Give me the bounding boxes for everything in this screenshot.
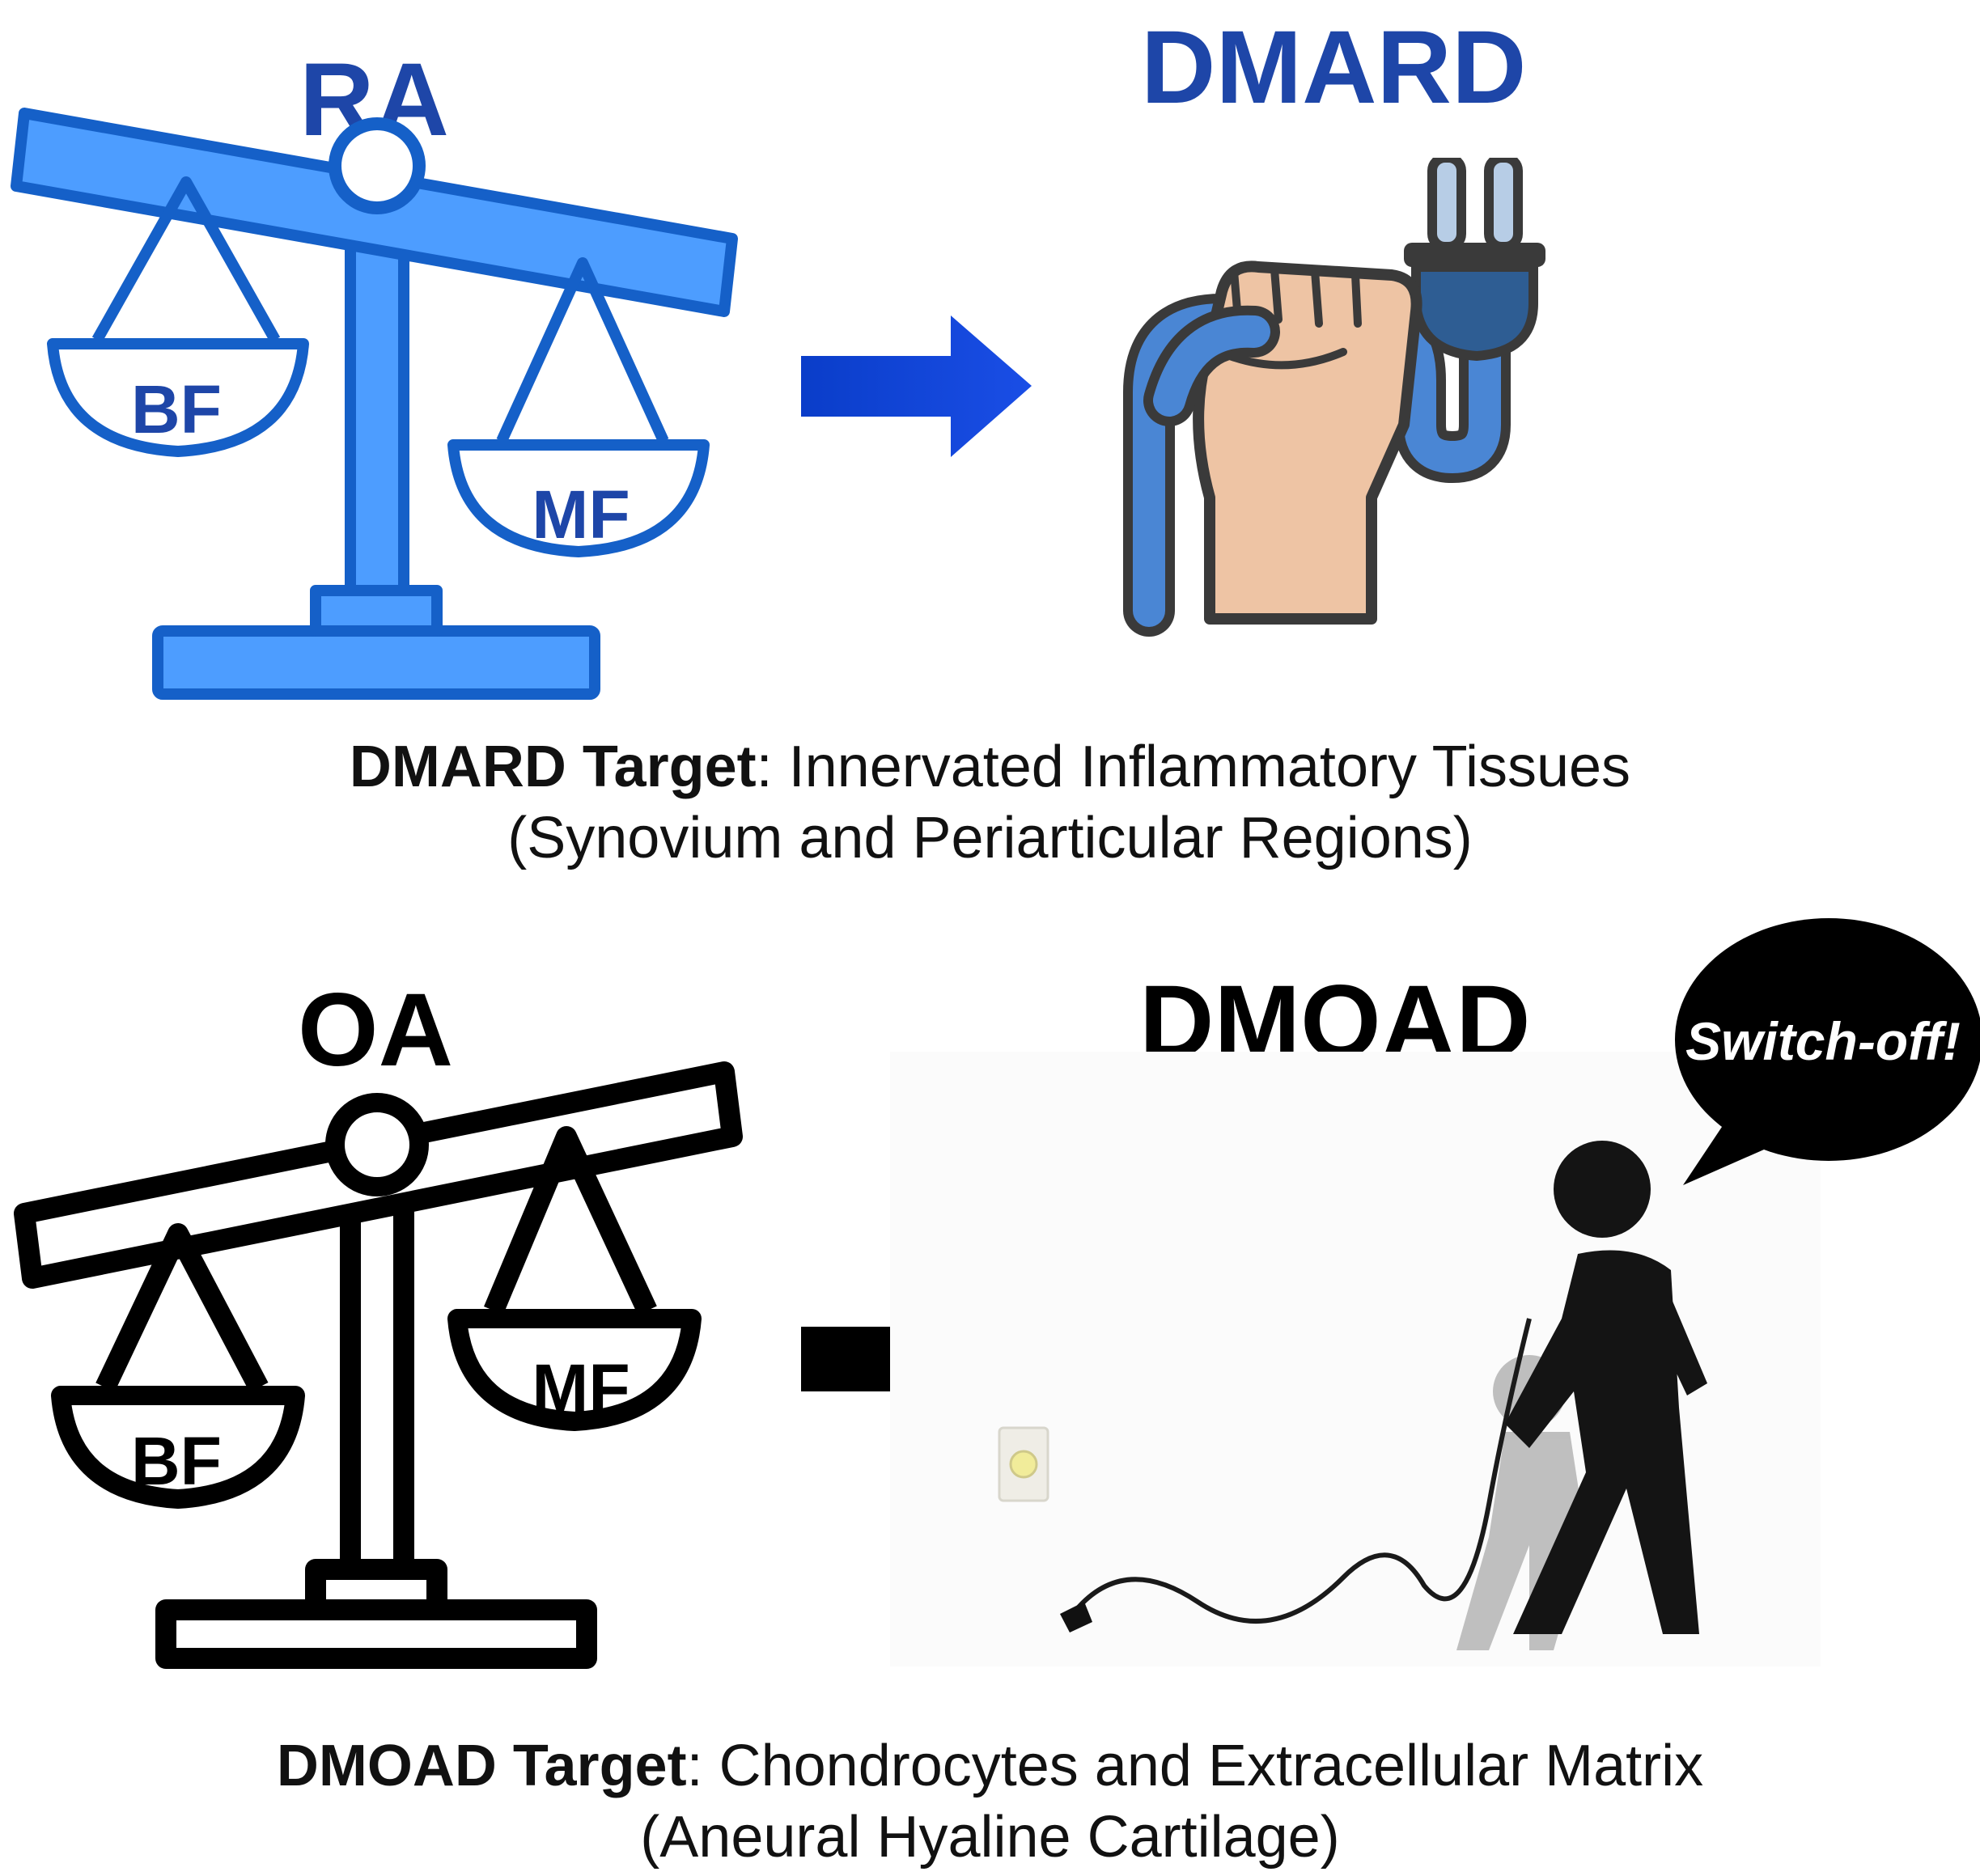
- oa-balance-scale-icon: BF MF: [14, 1061, 743, 1669]
- oa-pan-right-label: MF: [532, 1350, 630, 1426]
- blue-right-arrow-icon: [801, 315, 1032, 457]
- dmoad-target-caption-rest: : Chondrocytes and Extracellular Matrix: [686, 1734, 1704, 1798]
- dmard-target-caption-rest: : Innervated Inflammatory Tissues: [756, 735, 1631, 799]
- ra-balance-scale-icon: BF MF: [11, 108, 738, 700]
- switch-off-speech-bubble-icon: Switch-off!: [1675, 918, 1980, 1185]
- ra-pan-right-label: MF: [532, 476, 630, 553]
- dmoad-target-caption: DMOAD Target: Chondrocytes and Extracell…: [0, 1731, 1980, 1874]
- dmoad-target-caption-line2: (Aneural Hyaline Cartilage): [640, 1804, 1340, 1870]
- dmard-target-caption-bold: DMARD Target: [349, 735, 757, 799]
- dmard-target-caption-line2: (Synovium and Periarticular Regions): [507, 805, 1473, 870]
- ra-pan-left-label: BF: [131, 371, 222, 447]
- person-walking-away-unplugged-icon: [890, 1052, 1821, 1666]
- switch-off-speech-text: Switch-off!: [1685, 1011, 1961, 1071]
- dmard-target-caption: DMARD Target: Innervated Inflammatory Ti…: [0, 732, 1980, 874]
- oa-pan-left-label: BF: [131, 1423, 222, 1499]
- oa-label: OA: [298, 972, 453, 1088]
- dmoad-target-caption-bold: DMOAD Target: [276, 1734, 687, 1798]
- hand-holding-plug-icon: [1123, 158, 1545, 637]
- dmard-label: DMARD: [1141, 10, 1527, 125]
